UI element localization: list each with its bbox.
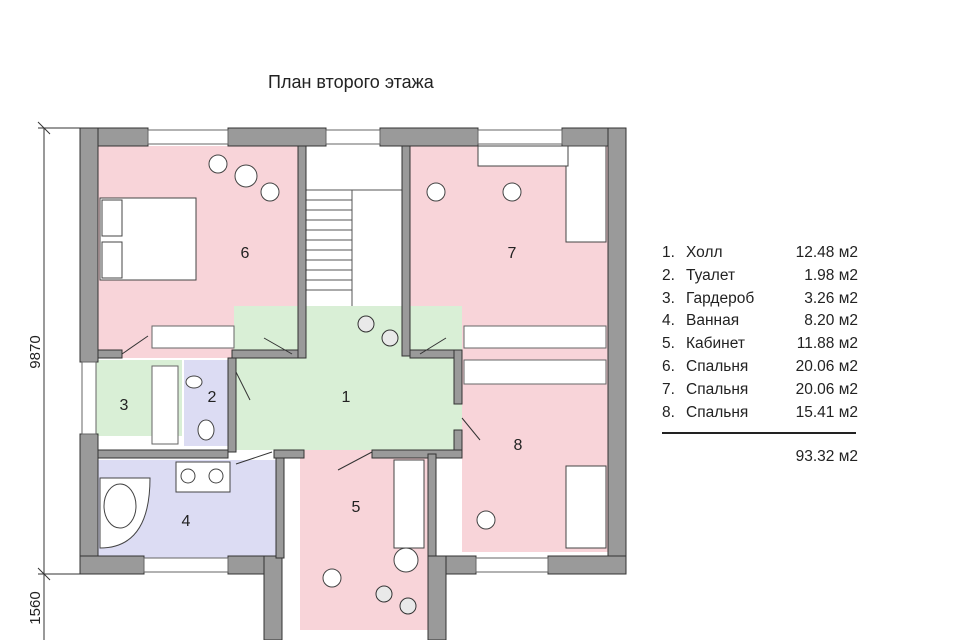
door-swings [121,335,481,471]
room-label-7: 7 [508,245,517,262]
bathtub-icon [99,477,151,549]
room-legend: 1. Холл 12.48 м2 2. Туалет 1.98 м2 3. Гардеро… [662,244,858,426]
legend-divider [662,432,856,434]
legend-room-name: Спальня [686,380,749,398]
windows [81,129,563,573]
legend-number: 4. [662,312,675,330]
legend-row: 6. Спальня 20.06 м2 [662,358,858,381]
room-1-fill [234,306,462,450]
legend-room-name: Спальня [686,403,749,421]
legend-room-name: Туалет [686,266,736,284]
stair-area [304,146,404,306]
room-label-6: 6 [241,245,250,262]
plant-icon [357,315,417,615]
legend-number: 8. [662,403,675,421]
legend-room-area: 12.48 м2 [795,244,858,261]
dimension-height-lower: 1560 [27,591,44,624]
legend-room-name: Кабинет [686,335,745,353]
room-label-5: 5 [352,499,361,516]
plan-title: План второго этажа [268,72,434,92]
legend-room-name: Спальня [686,357,749,375]
room-label-2: 2 [208,389,217,406]
room-label-8: 8 [514,437,523,454]
legend-number: 6. [662,357,675,375]
legend-row: 3. Гардероб 3.26 м2 [662,290,858,313]
room-label-3: 3 [120,397,129,414]
legend-room-area: 1.98 м2 [804,266,858,284]
legend-number: 2. [662,266,675,284]
chair-icon [208,154,522,588]
desk-icon [477,145,607,549]
legend-room-area: 15.41 м2 [795,403,858,421]
room-label-1: 1 [342,389,351,406]
sofa-icon [393,459,425,549]
legend-number: 5. [662,335,675,353]
legend-row: 5. Кабинет 11.88 м2 [662,335,858,358]
legend-room-area: 3.26 м2 [804,289,858,307]
legend-room-name: Ванная [686,312,740,330]
legend-room-area: 11.88 м2 [796,335,858,353]
legend-number: 7. [662,380,675,398]
legend-row: 7. Спальня 20.06 м2 [662,381,858,404]
legend-row: 4. Ванная 8.20 м2 [662,312,858,335]
wardrobe-icon [151,325,607,445]
legend-row: 1. Холл 12.48 м2 [662,244,858,267]
walls [79,127,627,640]
staircase [306,189,402,306]
legend-row: 2. Туалет 1.98 м2 [662,267,858,290]
legend-number: 3. [662,289,675,307]
legend-room-area: 8.20 м2 [804,312,858,330]
bed-icon [99,197,197,281]
legend-number: 1. [662,244,675,261]
legend-room-area: 20.06 м2 [795,380,858,398]
legend-room-area: 20.06 м2 [795,357,858,375]
legend-room-name: Холл [686,244,723,261]
dimension-height-main: 9870 [27,335,44,368]
legend-room-name: Гардероб [686,289,755,307]
room-label-4: 4 [182,513,191,530]
legend-row: 8. Спальня 15.41 м2 [662,404,858,427]
dimension-lines [37,121,80,640]
legend-total-area: 93.32 м2 [795,448,858,465]
sink-icon [175,375,231,493]
